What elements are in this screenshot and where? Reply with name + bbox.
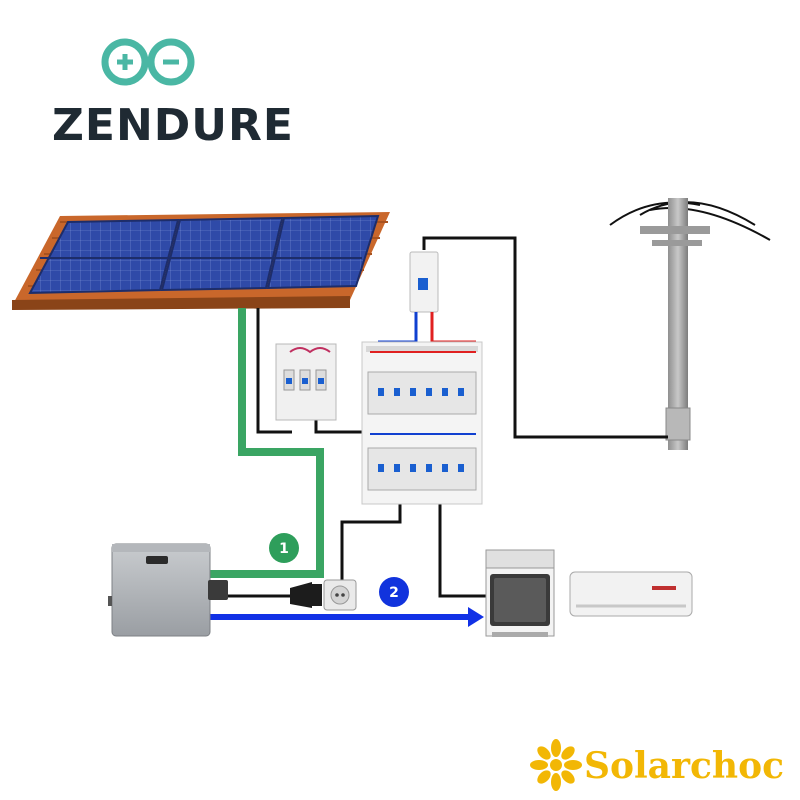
oven-appliance — [485, 549, 555, 637]
roof-solar-array — [12, 212, 390, 310]
solarchoc-logo: Solarchoc — [530, 739, 784, 791]
zendure-logo: ZENDURE — [52, 38, 294, 151]
solar-panel-1 — [28, 218, 180, 295]
brand-name: ZENDURE — [52, 100, 294, 151]
solar-panel-3 — [266, 214, 380, 290]
step-marker-2: 2 — [379, 577, 409, 607]
svg-text:1: 1 — [279, 541, 289, 557]
air-conditioner — [569, 571, 693, 617]
plus-minus-loop-icon — [101, 38, 195, 86]
home-battery — [108, 543, 228, 637]
plug-and-socket — [290, 579, 357, 611]
sponsor-name: Solarchoc — [584, 745, 784, 787]
solar-power-path — [200, 308, 324, 578]
pv-protection-panel — [275, 343, 337, 421]
utility-pole — [609, 198, 771, 450]
step-marker-1: 1 — [269, 533, 299, 563]
solar-panel-2 — [160, 216, 284, 292]
sun-flower-icon — [530, 739, 582, 791]
discharge-path-arrow — [468, 607, 484, 627]
svg-text:2: 2 — [389, 585, 399, 601]
distribution-board — [361, 341, 483, 505]
main-breaker — [378, 251, 476, 344]
ac-wiring — [228, 236, 668, 598]
